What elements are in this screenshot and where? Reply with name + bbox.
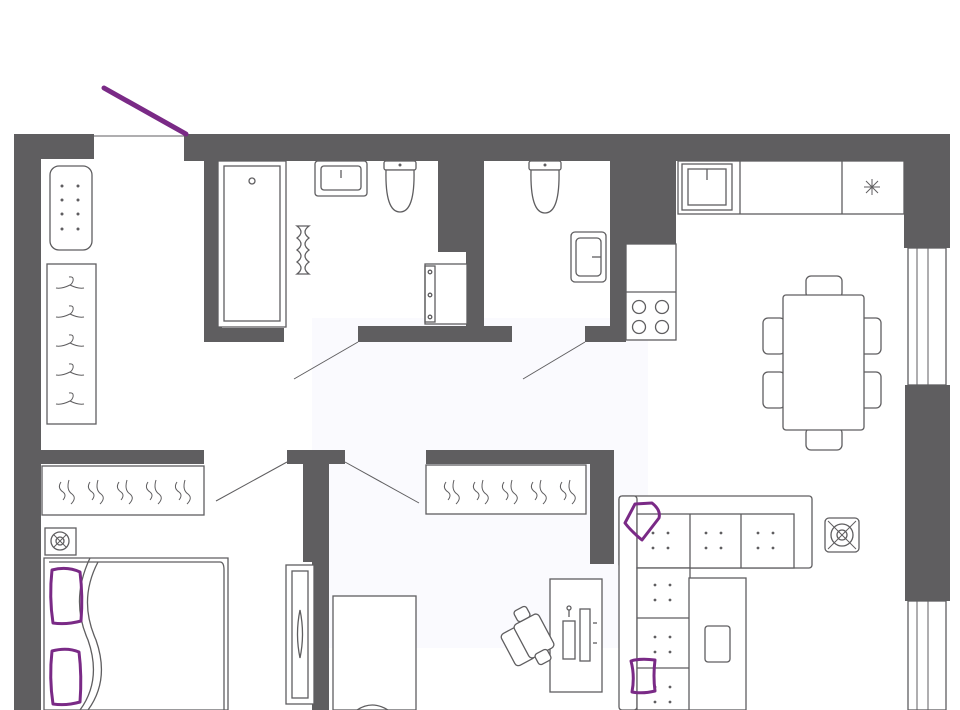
- hanger-icon: [559, 479, 576, 505]
- upholstery-dot: [719, 531, 723, 535]
- bedroom-wardrobe: [41, 465, 205, 516]
- dining-table-icon: [762, 275, 882, 451]
- upholstery-dot: [756, 531, 760, 535]
- upholstery-dot: [704, 546, 708, 550]
- hanger-icon: [87, 479, 104, 505]
- upholstery-dot: [668, 650, 672, 654]
- hanger-icon: [145, 479, 162, 505]
- upholstery-dot: [651, 546, 655, 550]
- washing-machine-icon: [424, 263, 468, 325]
- hanger-icon: [174, 479, 191, 505]
- upholstery-dot: [653, 583, 657, 587]
- bed-icon: [43, 557, 229, 710]
- upholstery-dot: [704, 531, 708, 535]
- hanger-icon: [501, 479, 518, 505]
- upholstery-dot: [771, 531, 775, 535]
- extractor-fan-icon: [864, 179, 880, 195]
- upholstery-dot: [756, 546, 760, 550]
- hanger-icon: [472, 479, 489, 505]
- cushion-sofa-top: [623, 501, 661, 542]
- hanger-icon: [55, 276, 85, 289]
- toilet-2-icon: [528, 160, 562, 214]
- kitchen-counter: [677, 160, 905, 215]
- entrance-door[interactable]: [101, 85, 189, 137]
- upholstery-dot: [668, 583, 672, 587]
- walls: [14, 134, 950, 710]
- upholstery-dot: [653, 598, 657, 602]
- bathroom-door: [293, 341, 359, 380]
- cushion-sofa-left: [629, 657, 657, 695]
- sink-icon: [314, 160, 368, 197]
- hall-wardrobe: [46, 263, 97, 425]
- hanger-icon: [58, 479, 75, 505]
- upholstery-dot: [668, 598, 672, 602]
- upholstery-dot: [719, 546, 723, 550]
- upholstery-dot: [651, 531, 655, 535]
- towel-radiator-icon: [295, 225, 311, 275]
- office-chair-icon: [500, 605, 555, 667]
- floor-heater-icon: [824, 517, 860, 553]
- upholstery-dot: [653, 635, 657, 639]
- study-table-icon: [332, 595, 417, 710]
- desk-icon: [549, 578, 603, 693]
- windows: [907, 247, 947, 710]
- hanger-icon: [55, 363, 85, 376]
- wall-shelf-icon: [285, 564, 315, 705]
- hanger-icon: [55, 334, 85, 347]
- bedroom-door: [215, 461, 288, 502]
- study-wardrobe: [425, 464, 587, 515]
- toilet-icon: [383, 160, 417, 213]
- hanger-icon: [530, 479, 547, 505]
- doors: [94, 85, 586, 504]
- coffee-table-icon: [688, 577, 747, 710]
- hand-sink-icon: [570, 231, 607, 283]
- bathtub-icon: [217, 160, 287, 328]
- upholstery-dot: [666, 531, 670, 535]
- upholstery-dot: [668, 700, 672, 704]
- hanger-icon: [116, 479, 133, 505]
- upholstery-dot: [653, 650, 657, 654]
- upholstery-dot: [653, 700, 657, 704]
- toilet-door: [522, 341, 586, 380]
- upholstery-dot: [668, 635, 672, 639]
- sofa-icon: [618, 495, 813, 710]
- stove-icon: [625, 243, 677, 341]
- hanger-icon: [55, 392, 85, 405]
- upholstery-dot: [668, 685, 672, 689]
- pillow-1: [49, 566, 84, 626]
- study-door: [344, 461, 420, 504]
- upholstery-dot: [666, 546, 670, 550]
- pillow-2: [49, 647, 83, 707]
- hanger-icon: [55, 305, 85, 318]
- nightstand-lamp-icon: [44, 527, 77, 556]
- hanger-icon: [443, 479, 460, 505]
- upholstery-dot: [771, 546, 775, 550]
- hall-pouf: [49, 165, 93, 251]
